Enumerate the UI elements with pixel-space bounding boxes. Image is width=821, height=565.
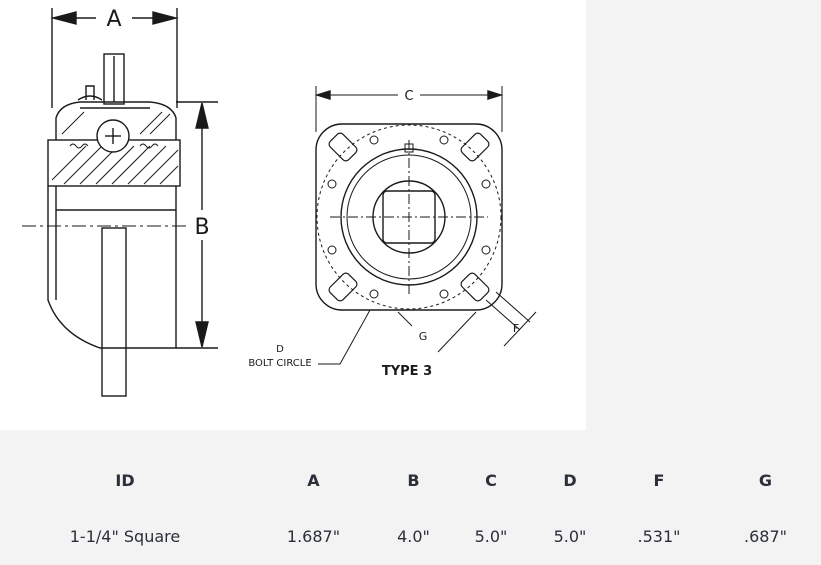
header-d: D xyxy=(563,470,577,490)
dim-g-line xyxy=(437,311,477,353)
header-c: C xyxy=(485,470,497,490)
dim-a-arrow-left xyxy=(50,11,77,25)
table-header-row: ID A B C D F G xyxy=(0,452,821,508)
header-b: B xyxy=(407,470,420,490)
cell-f: .531" xyxy=(637,526,681,546)
label-bolt-circle: BOLT CIRCLE xyxy=(248,358,311,369)
dim-c-arrow-left xyxy=(314,90,331,100)
square-flange xyxy=(315,123,503,311)
mount-slot-top-left xyxy=(328,132,358,162)
header-id: ID xyxy=(115,470,135,490)
cell-b: 4.0" xyxy=(397,526,430,546)
header-a: A xyxy=(307,470,320,490)
grease-fitting xyxy=(85,85,95,100)
mount-slot-top-right xyxy=(460,132,490,162)
housing-cap xyxy=(55,101,177,140)
label-c: C xyxy=(404,89,413,104)
table-row: 1-1/4" Square 1.687" 4.0" 5.0" 5.0" .531… xyxy=(0,508,821,564)
label-d: D xyxy=(276,344,284,355)
dim-f-line xyxy=(503,311,537,347)
label-g: G xyxy=(419,330,428,343)
label-b: B xyxy=(194,215,209,240)
cell-id: 1-1/4" Square xyxy=(69,526,181,546)
dim-b-arrow-bottom xyxy=(195,321,209,348)
cell-c: 5.0" xyxy=(474,526,508,546)
header-f: F xyxy=(653,470,665,490)
shaft xyxy=(101,227,127,397)
cell-d: 5.0" xyxy=(553,526,587,546)
spec-table: ID A B C D F G 1-1/4" Square 1.687" 4.0"… xyxy=(0,452,821,564)
dim-a-arrow-right xyxy=(152,11,179,25)
header-g: G xyxy=(758,470,773,490)
label-type: TYPE 3 xyxy=(382,364,432,379)
cell-a: 1.687" xyxy=(286,526,341,546)
mount-slot-bottom-left xyxy=(328,272,358,302)
diagram-svg: A B C D BOLT CIRCLE F G TYPE 3 xyxy=(22,7,537,397)
label-a: A xyxy=(106,7,121,32)
bearing-diagram: A B C D BOLT CIRCLE F G TYPE 3 xyxy=(0,0,586,430)
dim-b-arrow-top xyxy=(195,102,209,129)
lower-body xyxy=(47,186,177,349)
dim-c-arrow-right xyxy=(487,90,504,100)
bolt-circle xyxy=(316,124,502,310)
bolt-circle-leader xyxy=(318,309,371,365)
top-stub xyxy=(103,53,125,105)
label-f: F xyxy=(513,322,519,335)
mount-slot-bottom-right xyxy=(460,272,490,302)
cell-g: .687" xyxy=(744,526,787,546)
